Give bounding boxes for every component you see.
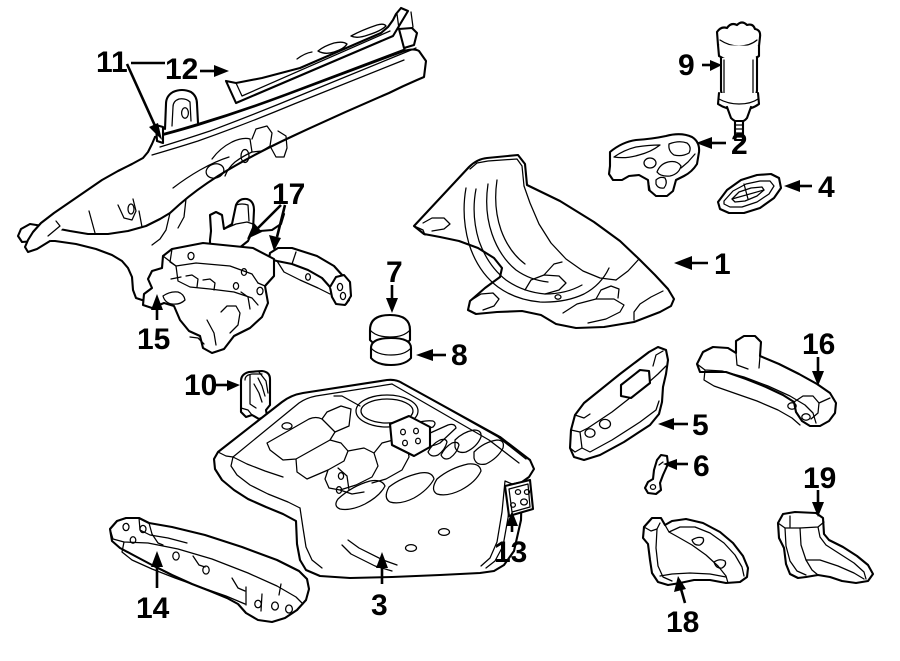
leader-17: [247, 204, 287, 251]
leader-13: [506, 511, 518, 532]
leader-11: [125, 61, 165, 140]
leader-5: [658, 418, 688, 430]
leader-10: [216, 380, 240, 391]
leader-2: [696, 137, 726, 149]
callout-number-14: 14: [136, 592, 170, 625]
callout-number-13: 13: [494, 536, 528, 569]
part-1-rear-floor-pan: [412, 153, 676, 330]
leader-15: [151, 294, 163, 320]
callout-number-6: 6: [693, 450, 710, 483]
callout-number-15: 15: [137, 323, 171, 356]
leader-3: [376, 552, 388, 584]
part-6-angle-bracket: [643, 453, 670, 496]
callout-number-16: 16: [802, 328, 836, 361]
part-12-side-rail-upper: [224, 6, 419, 105]
callout-number-10: 10: [184, 369, 218, 402]
part-4-jack-pad: [716, 172, 783, 215]
part-5-rail-reinforcement: [568, 345, 670, 462]
leader-1: [674, 256, 708, 270]
part-3-center-floor-pan: [212, 378, 536, 580]
callout-number-2: 2: [731, 128, 748, 161]
callout-number-1: 1: [714, 248, 731, 281]
callout-number-9: 9: [678, 49, 695, 82]
leader-19: [812, 490, 824, 517]
leader-9: [702, 60, 722, 71]
part-2-jack-bracket: [607, 133, 701, 198]
leader-4: [784, 180, 812, 192]
callout-number-7: 7: [386, 256, 403, 289]
part-14-rear-crossmember: [108, 516, 311, 624]
leader-14: [151, 551, 163, 588]
part-10-reinforcement-bracket: [239, 369, 272, 421]
part-16-bumper-crossmember: [695, 334, 838, 428]
leader-7: [386, 285, 398, 313]
callout-number-18: 18: [666, 606, 700, 639]
callout-number-19: 19: [803, 462, 837, 495]
callout-number-8: 8: [451, 339, 468, 372]
part-19-corner-panel: [776, 510, 875, 585]
part-13-mounting-plate: [503, 478, 535, 518]
leader-18: [674, 576, 687, 604]
leader-12: [200, 65, 229, 77]
callout-number-12: 12: [165, 53, 199, 86]
callout-number-17: 17: [272, 178, 306, 211]
part-15-floor-reinforcement: [141, 241, 276, 355]
part-9-jack-assembly: [715, 21, 762, 142]
callout-number-11: 11: [96, 46, 128, 79]
leader-6: [663, 459, 688, 470]
callout-number-3: 3: [371, 589, 388, 622]
part-18-splash-shield: [641, 516, 750, 587]
part-8-floor-plug-lower: [369, 336, 413, 367]
leader-16: [812, 357, 824, 386]
callout-number-5: 5: [692, 409, 709, 442]
leader-8: [416, 349, 446, 361]
callout-number-4: 4: [818, 171, 835, 204]
